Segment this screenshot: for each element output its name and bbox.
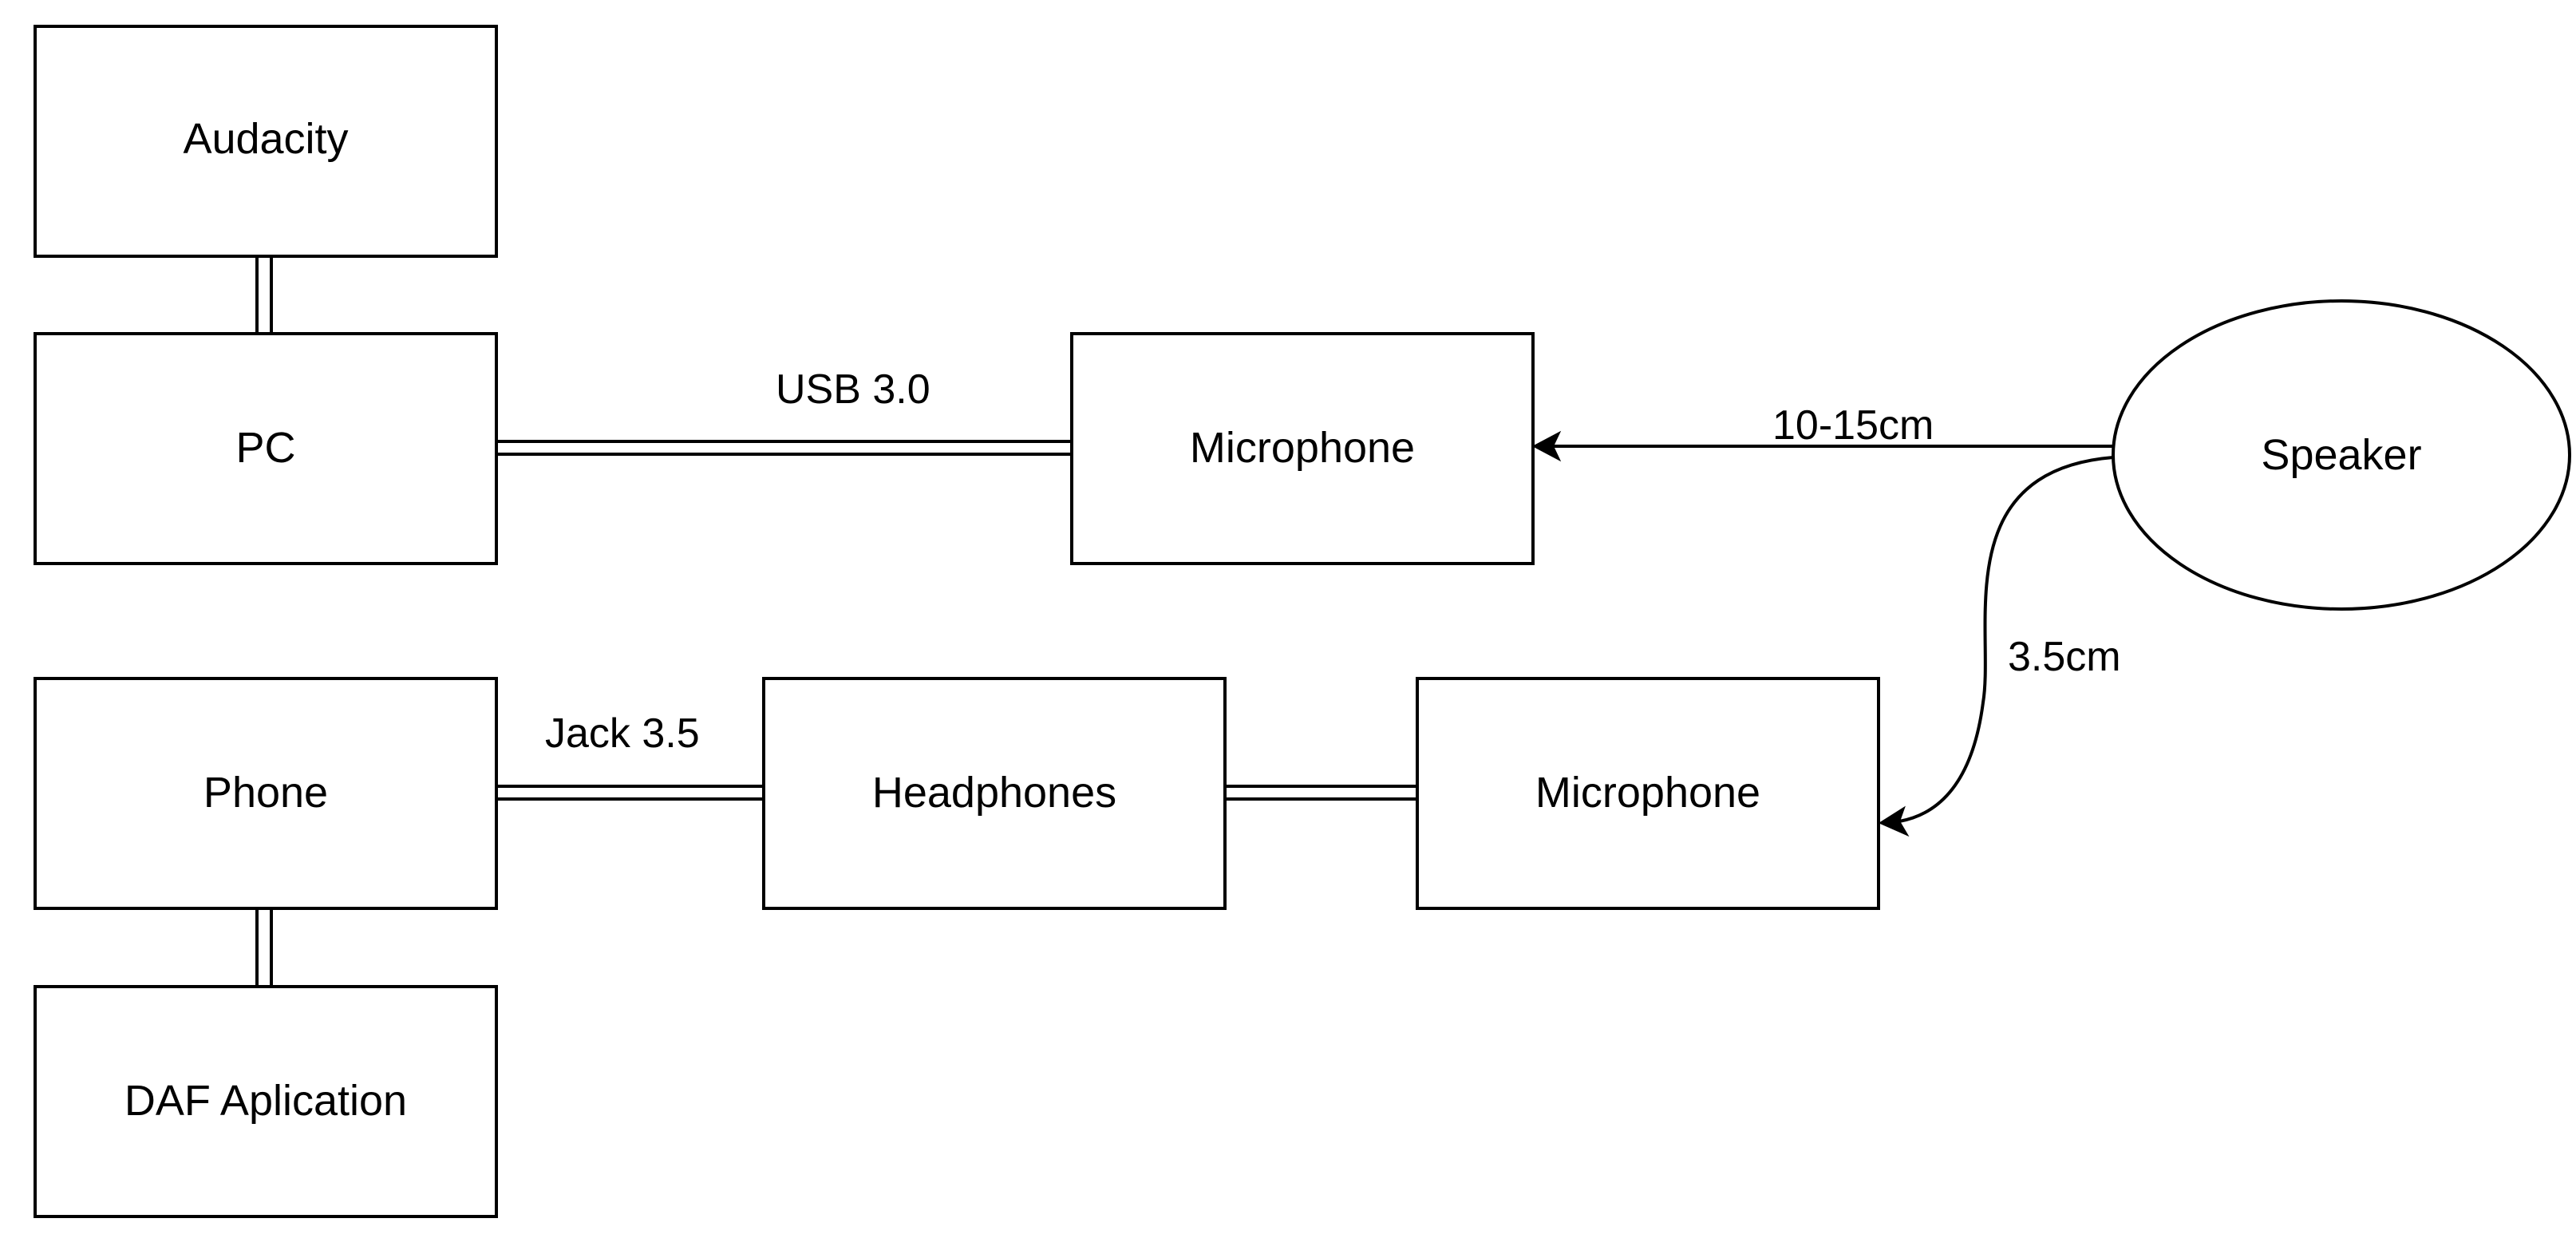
phone-headphones-connector	[496, 785, 764, 801]
node-headphones-label: Headphones	[872, 769, 1116, 817]
speaker-microphone-bottom-arrow	[1878, 456, 2114, 837]
node-microphone-bottom-label: Microphone	[1535, 769, 1760, 817]
edge-label-10-15cm: 10-15cm	[1772, 402, 1934, 449]
edge-label-jack: Jack 3.5	[545, 710, 700, 757]
headphones-microphone-connector	[1225, 785, 1417, 801]
edge-label-usb: USB 3.0	[776, 366, 930, 413]
node-microphone-top[interactable]: Microphone	[1070, 332, 1535, 565]
audacity-pc-connector	[255, 256, 273, 334]
node-speaker[interactable]: Speaker	[2112, 299, 2571, 611]
speaker-microphone-top-arrow	[1531, 430, 2113, 462]
node-phone[interactable]: Phone	[34, 677, 498, 910]
edge-label-3-5cm: 3.5cm	[2008, 634, 2121, 680]
node-audacity-label: Audacity	[183, 115, 348, 163]
node-daf-application-label: DAF Aplication	[124, 1077, 407, 1125]
phone-daf-connector	[255, 908, 273, 987]
pc-microphone-connector	[496, 440, 1072, 456]
node-daf-application[interactable]: DAF Aplication	[34, 985, 498, 1218]
node-headphones[interactable]: Headphones	[762, 677, 1227, 910]
node-speaker-label: Speaker	[2261, 431, 2421, 479]
node-pc-label: PC	[235, 424, 295, 472]
node-microphone-top-label: Microphone	[1190, 424, 1415, 472]
node-pc[interactable]: PC	[34, 332, 498, 565]
node-microphone-bottom[interactable]: Microphone	[1416, 677, 1880, 910]
node-audacity[interactable]: Audacity	[34, 25, 498, 258]
node-phone-label: Phone	[203, 769, 328, 817]
